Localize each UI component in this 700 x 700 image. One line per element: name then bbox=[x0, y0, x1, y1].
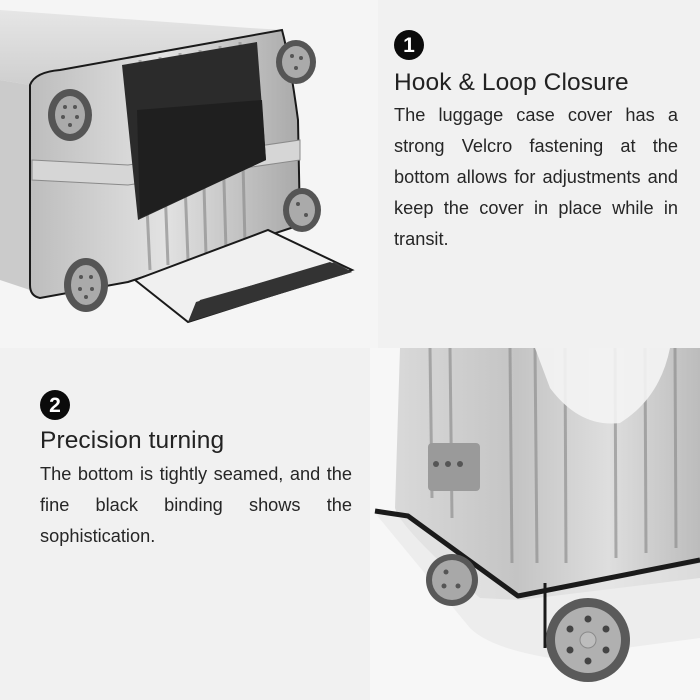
feature-description: The bottom is tightly seamed, and the fi… bbox=[40, 464, 352, 546]
feature-precision-turning: 2 Precision turning The bottom is tightl… bbox=[40, 390, 352, 552]
feature-title: Hook & Loop Closure bbox=[394, 69, 629, 96]
feature-title: Precision turning bbox=[40, 427, 225, 454]
combination-lock-icon bbox=[428, 443, 480, 491]
luggage-bottom-illustration bbox=[0, 10, 355, 324]
wheel-icons bbox=[48, 40, 321, 312]
wheel-icons bbox=[426, 554, 630, 682]
number-badge: 2 bbox=[40, 390, 70, 420]
feature-description: The luggage case cover has a strong Velc… bbox=[394, 105, 678, 249]
luggage-corner-illustration bbox=[374, 348, 700, 682]
luggage-velcro-photo bbox=[0, 0, 378, 348]
number-badge: 1 bbox=[394, 30, 424, 60]
feature-hook-loop: 1 Hook & Loop Closure The luggage case c… bbox=[394, 30, 678, 255]
luggage-binding-photo bbox=[370, 348, 700, 700]
